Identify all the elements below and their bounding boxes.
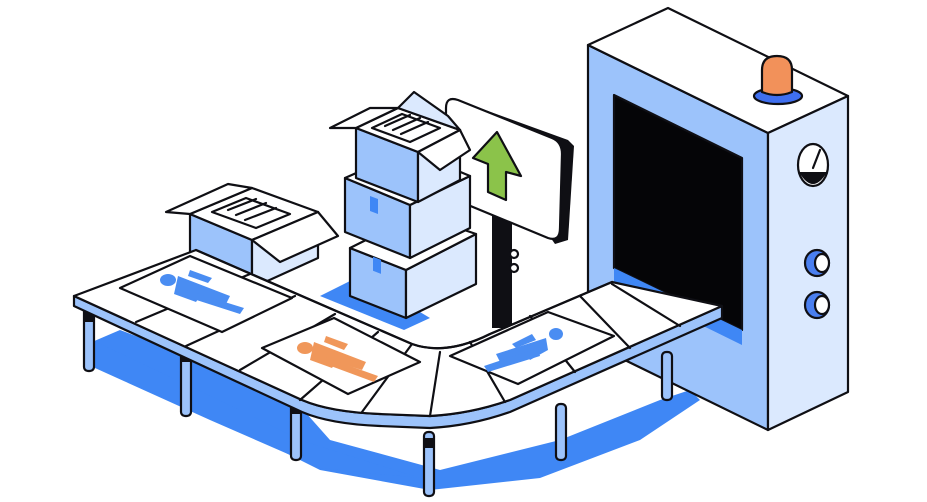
- control-knob-icon: [803, 248, 831, 278]
- up-arrow-sign-icon: [444, 97, 574, 328]
- floor-shadow: [85, 330, 700, 490]
- cardboard-box-icon: [328, 90, 472, 204]
- control-knob-icon: [803, 290, 831, 320]
- machine-cabinet-icon: [586, 6, 850, 432]
- pressure-gauge-icon: [796, 142, 830, 188]
- box-stack: [320, 90, 478, 330]
- person-card-icon: [118, 254, 294, 334]
- warning-beacon-icon: [752, 54, 804, 106]
- person-card-icon: [260, 316, 422, 396]
- cardboard-box-icon: [164, 182, 340, 290]
- person-card-icon: [448, 310, 616, 386]
